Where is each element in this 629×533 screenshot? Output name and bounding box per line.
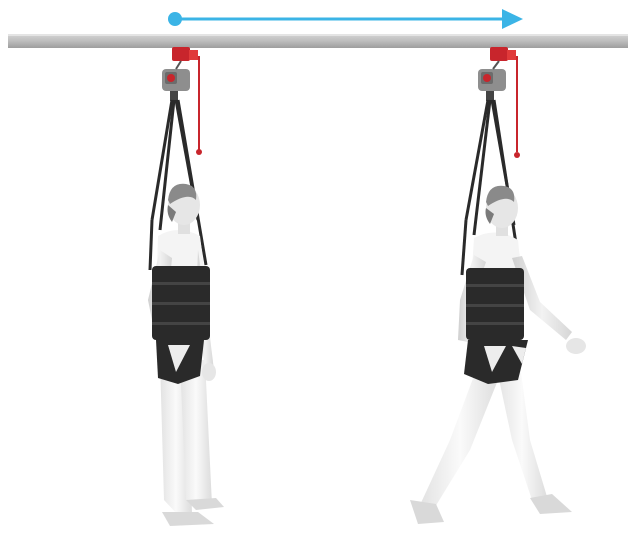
direction-arrow — [168, 9, 523, 29]
patient-standing — [148, 184, 224, 526]
patient-walking — [410, 186, 586, 524]
ceiling-rail — [8, 34, 628, 48]
